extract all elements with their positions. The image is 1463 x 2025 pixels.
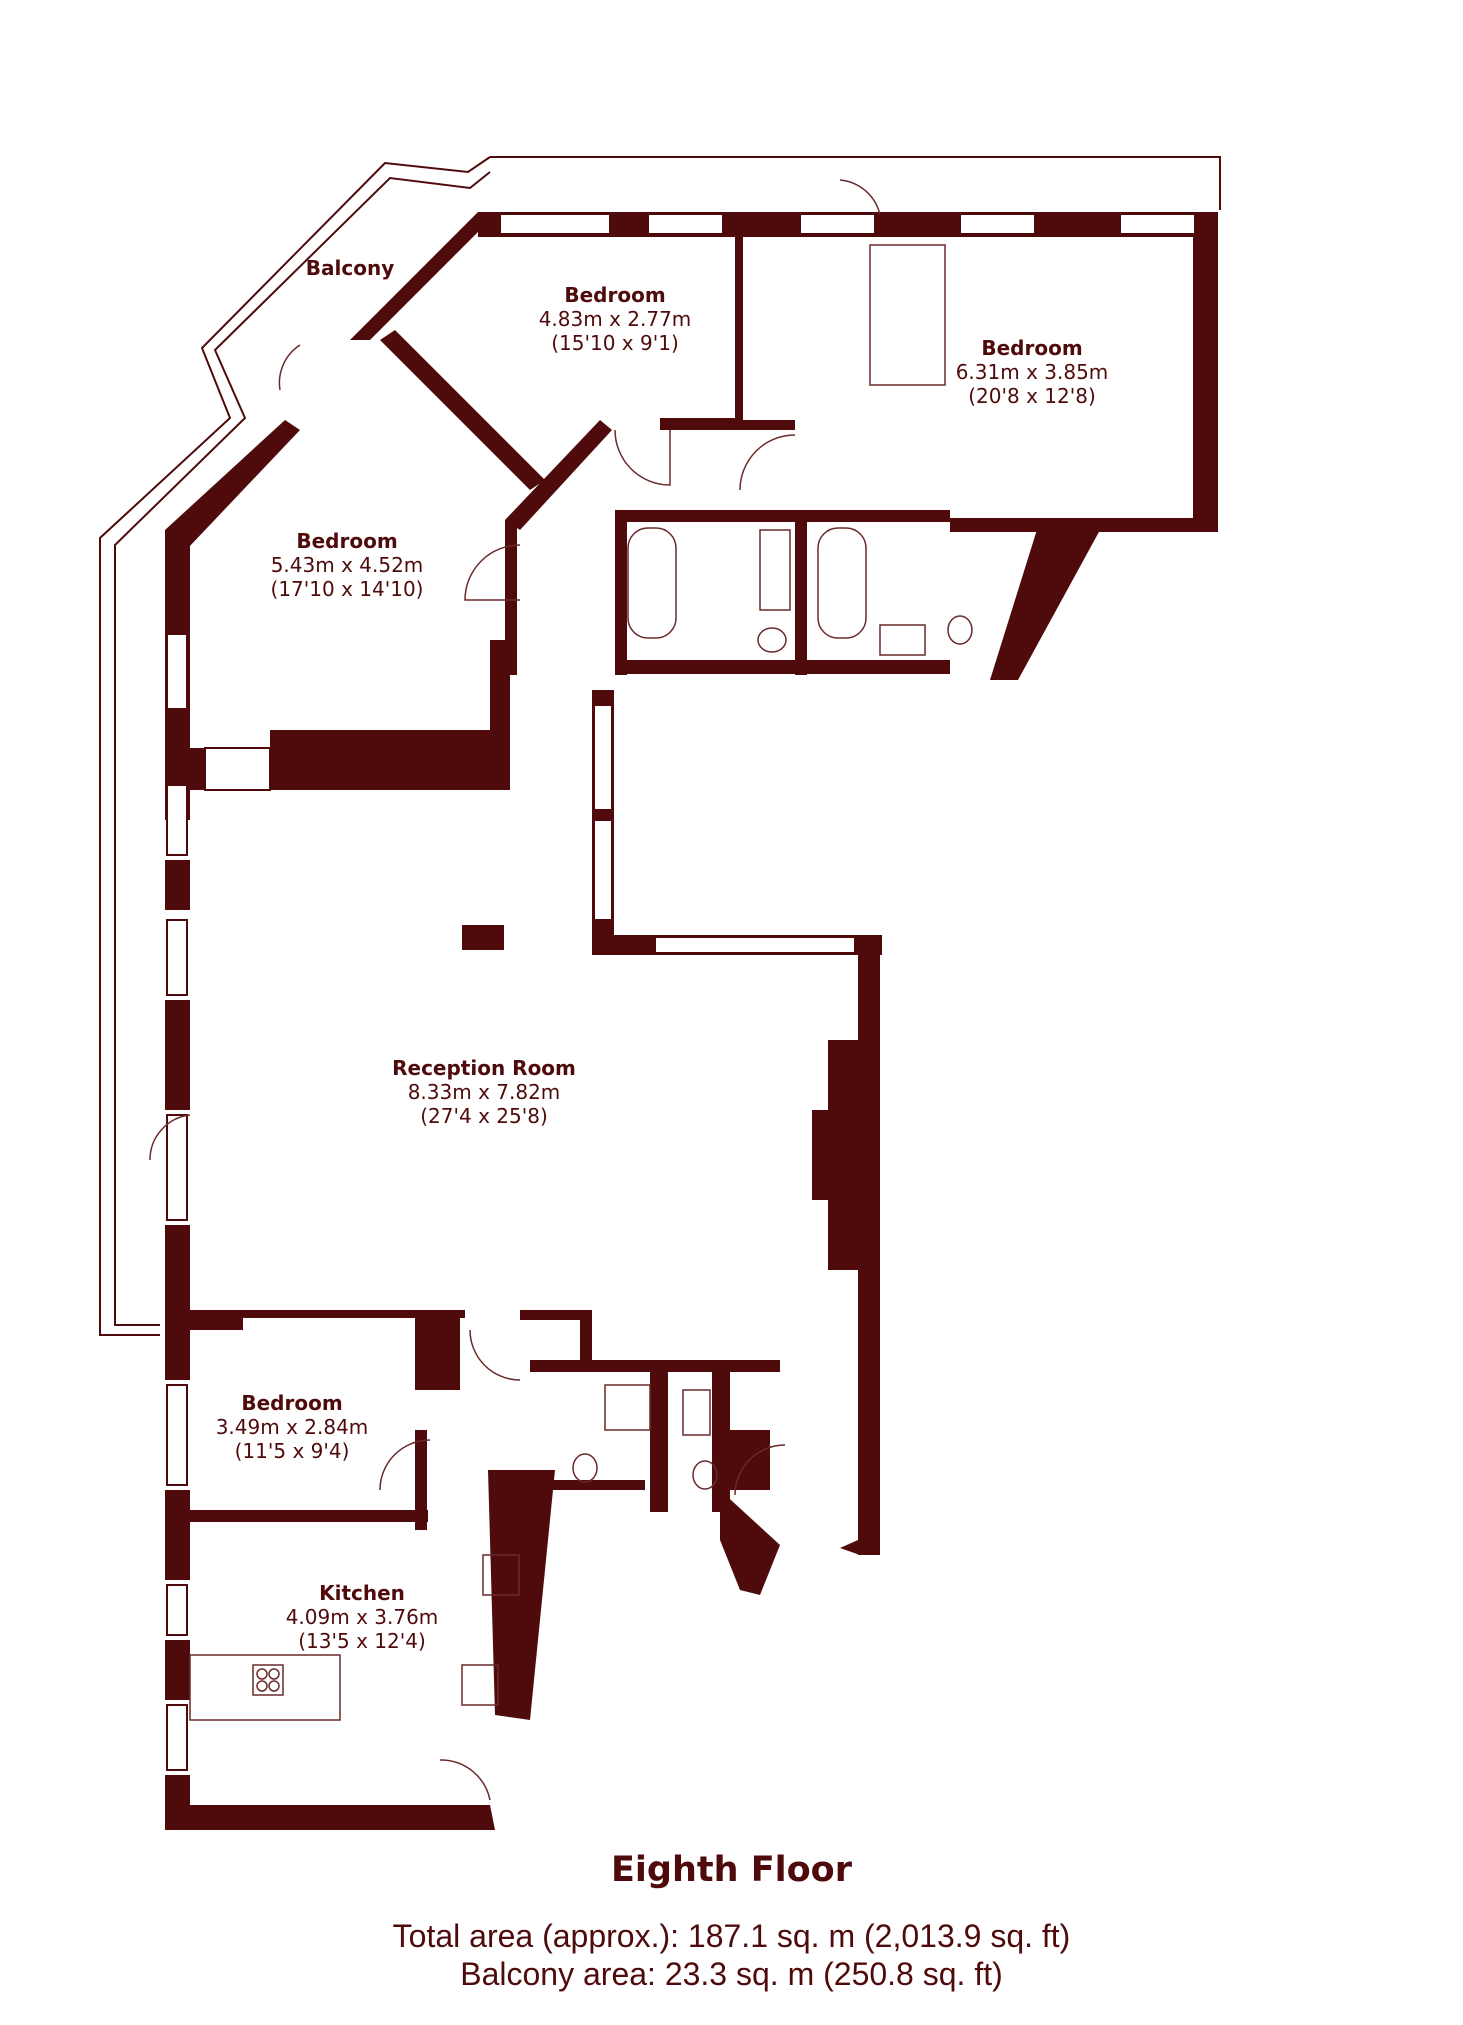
balcony-area: Balcony area: 23.3 sq. m (250.8 sq. ft) [460, 1956, 1003, 1992]
fixtures [189, 244, 973, 1721]
bedroom-1-name: Bedroom [564, 283, 665, 307]
kitchen-dim-m: 4.09m x 3.76m [286, 1605, 439, 1629]
reception-room-dim-m: 8.33m x 7.82m [408, 1080, 561, 1104]
total-area: Total area (approx.): 187.1 sq. m (2,013… [392, 1918, 1071, 1954]
bedroom-2-name: Bedroom [981, 336, 1082, 360]
balcony-outline [99, 156, 1221, 1336]
room-labels: Balcony Bedroom 4.83m x 2.77m (15'10 x 9… [216, 256, 1109, 1653]
bedroom-3-dim-ft: (17'10 x 14'10) [271, 577, 424, 601]
bedroom-4-dim-m: 3.49m x 2.84m [216, 1415, 369, 1439]
floor-title: Eighth Floor [611, 1850, 852, 1890]
bedroom-1-dim-ft: (15'10 x 9'1) [551, 331, 679, 355]
windows [166, 213, 1196, 1771]
reception-room-dim-ft: (27'4 x 25'8) [420, 1104, 548, 1128]
interior-walls [188, 212, 950, 1720]
bedroom-2-dim-ft: (20'8 x 12'8) [968, 384, 1096, 408]
reception-room-name: Reception Room [392, 1056, 576, 1080]
kitchen-dim-ft: (13'5 x 12'4) [298, 1629, 426, 1653]
bedroom-3-name: Bedroom [296, 529, 397, 553]
bedroom-4-dim-ft: (11'5 x 9'4) [235, 1439, 350, 1463]
bedroom-4-name: Bedroom [241, 1391, 342, 1415]
bedroom-2-dim-m: 6.31m x 3.85m [956, 360, 1109, 384]
bedroom-1-dim-m: 4.83m x 2.77m [539, 307, 692, 331]
doors [149, 179, 881, 1801]
kitchen-name: Kitchen [319, 1581, 405, 1605]
bedroom-3-dim-m: 5.43m x 4.52m [271, 553, 424, 577]
balcony-label: Balcony [306, 256, 394, 280]
